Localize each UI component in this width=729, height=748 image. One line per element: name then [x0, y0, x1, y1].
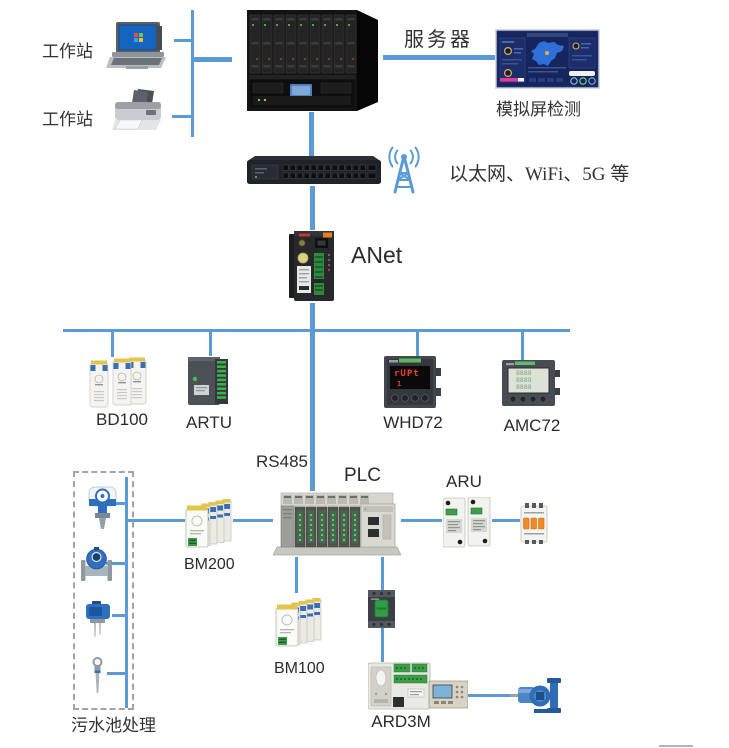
whd72-device-icon: rUPt 1	[384, 356, 442, 408]
plc-mccb-link-line	[381, 557, 384, 591]
laptop-link-line	[174, 39, 192, 42]
whd72-display-digit: 1	[397, 380, 401, 388]
bm200-device-icon	[184, 495, 234, 550]
mccb-device-icon	[366, 590, 397, 628]
sewage-sensor-group-box	[73, 471, 134, 710]
dashboard-screen-icon	[495, 29, 600, 89]
network-caption: 以太网、WiFi、5G 等	[449, 164, 630, 185]
level-switch-icon	[84, 601, 112, 638]
temperature-probe-icon	[89, 657, 107, 694]
ard3m-device-icon	[368, 661, 468, 710]
level-sensor-stub-line	[112, 614, 125, 617]
mcb-device-icon	[520, 503, 549, 545]
laptop-icon	[106, 22, 168, 72]
aru-mcb-link-line	[492, 519, 520, 522]
bm200-label: BM200	[184, 556, 235, 573]
aru-device-icon	[443, 497, 491, 548]
pressure-sensor-stub-line	[112, 502, 125, 505]
sewage-group-label: 污水池处理	[71, 716, 156, 735]
amc72-lcd-row2: 8888	[516, 376, 532, 384]
artu-device-icon	[186, 355, 232, 407]
workstation-rack-link-line	[192, 57, 232, 62]
plc-label: PLC	[344, 465, 381, 486]
switch-gateway-link-line	[310, 186, 315, 230]
rack-dashboard-link-line	[383, 55, 495, 60]
rs485-bus-line	[63, 329, 570, 332]
server-rack-icon	[245, 8, 380, 114]
gateway-device-icon	[287, 229, 339, 303]
page-corner-artifact	[659, 745, 693, 747]
flow-sensor-stub-line	[106, 562, 125, 565]
whd72-display-text: rUPt	[394, 369, 420, 379]
bm100-device-icon	[274, 592, 324, 649]
bd100-drop-line	[111, 331, 114, 357]
gateway-plc-trunk-line	[310, 303, 315, 491]
flow-meter-icon	[81, 547, 112, 581]
bm100-label: BM100	[274, 660, 325, 677]
rs485-label: RS485	[256, 452, 308, 471]
amc72-lcd-row3: 8888	[516, 383, 532, 391]
bm200-plc-link-line	[233, 519, 273, 522]
ard3m-label: ARD3M	[371, 712, 431, 731]
temp-sensor-stub-line	[107, 672, 125, 675]
wireless-tower-icon	[377, 146, 431, 196]
workstation-top-label: 工作站	[42, 42, 93, 61]
printer-link-line	[172, 115, 192, 118]
printer-icon	[112, 88, 164, 134]
aru-label: ARU	[446, 472, 482, 491]
amc72-lcd-row1: 8888	[516, 369, 532, 377]
whd72-label: WHD72	[383, 413, 443, 432]
plc-aru-link-line	[401, 519, 442, 522]
server-label: 服务器	[404, 29, 473, 51]
workstation-bus-line	[191, 10, 194, 137]
gateway-label: ANet	[351, 242, 403, 268]
mccb-ard3m-link-line	[381, 628, 384, 662]
plc-bm100-link-line	[295, 557, 298, 593]
dashboard-caption: 模拟屏检测	[496, 100, 581, 119]
bd100-device-icon	[86, 356, 158, 408]
plc-device-icon	[273, 489, 401, 557]
rack-switch-link-line	[309, 112, 314, 158]
sensor-manifold-line	[125, 477, 128, 708]
workstation-bottom-label: 工作站	[42, 110, 93, 129]
bd100-label: BD100	[96, 410, 148, 429]
whd72-drop-line	[416, 331, 419, 357]
network-switch-icon	[247, 156, 381, 186]
artu-drop-line	[209, 331, 212, 356]
sensors-bm200-link-line	[126, 519, 185, 522]
pump-icon	[510, 676, 561, 714]
artu-label: ARTU	[186, 413, 232, 432]
amc72-drop-line	[521, 331, 524, 361]
ard3m-pump-link-line	[468, 694, 510, 697]
amc72-label: AMC72	[503, 416, 561, 435]
pressure-transmitter-icon	[87, 486, 118, 530]
amc72-device-icon: 8888 8888 8888	[502, 360, 562, 406]
